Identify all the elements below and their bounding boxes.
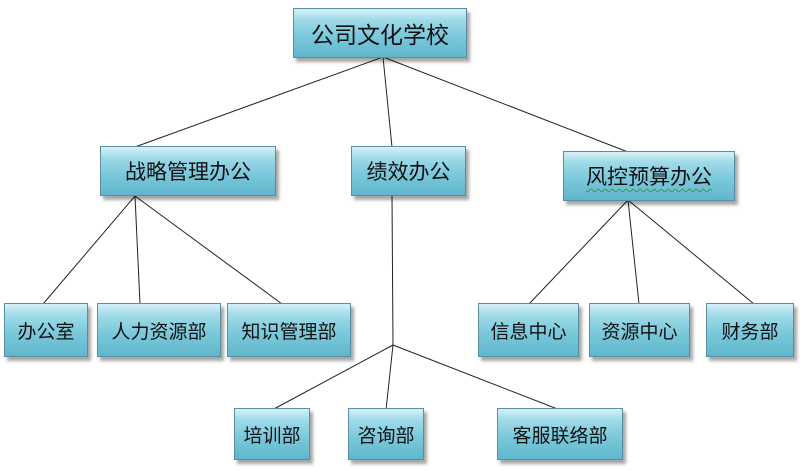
connector-performance-consulting bbox=[385, 344, 394, 411]
dept-node-label: 客服联络部 bbox=[512, 424, 608, 447]
root-node-label: 公司文化学校 bbox=[311, 23, 449, 49]
connector-risk-resource bbox=[627, 199, 640, 305]
dept-node-office[interactable]: 办公室 bbox=[4, 303, 88, 357]
dept-node-training[interactable]: 培训部 bbox=[234, 408, 310, 460]
dept-node-label: 办公室 bbox=[17, 320, 75, 343]
dept-node-consulting[interactable]: 咨询部 bbox=[348, 408, 424, 460]
dept-node-resource[interactable]: 资源中心 bbox=[589, 303, 690, 357]
dept-node-label: 财务部 bbox=[721, 320, 779, 343]
office-node-strategy[interactable]: 战略管理办公 bbox=[100, 146, 276, 196]
connector-root-strategy bbox=[134, 56, 384, 148]
root-node[interactable]: 公司文化学校 bbox=[293, 8, 467, 58]
office-node-label: 绩效办公 bbox=[366, 160, 451, 184]
dept-node-label: 培训部 bbox=[243, 424, 301, 447]
dept-node-label: 咨询部 bbox=[357, 424, 415, 447]
connector-performance-service bbox=[392, 344, 561, 411]
dept-node-info[interactable]: 信息中心 bbox=[478, 303, 579, 357]
dept-node-service[interactable]: 客服联络部 bbox=[497, 408, 623, 460]
connector-strategy-office bbox=[42, 195, 136, 305]
office-node-label: 战略管理办公 bbox=[125, 160, 251, 184]
dept-node-label: 知识管理部 bbox=[241, 320, 337, 343]
connector-performance-training bbox=[271, 344, 394, 411]
connector-root-performance bbox=[382, 56, 393, 148]
connector-strategy-knowledge bbox=[134, 195, 283, 305]
dept-node-knowledge[interactable]: 知识管理部 bbox=[227, 303, 351, 357]
dept-node-finance[interactable]: 财务部 bbox=[706, 303, 794, 357]
connector-risk-info bbox=[528, 199, 629, 305]
dept-node-label: 资源中心 bbox=[601, 320, 678, 343]
connector-strategy-hr bbox=[134, 195, 141, 305]
connector-risk-finance bbox=[627, 199, 755, 305]
office-node-label: 风控预算办公 bbox=[586, 165, 712, 189]
dept-node-hr[interactable]: 人力资源部 bbox=[97, 303, 221, 357]
dept-node-label: 人力资源部 bbox=[111, 320, 207, 343]
connector-root-risk bbox=[382, 56, 629, 153]
office-node-performance[interactable]: 绩效办公 bbox=[351, 146, 466, 196]
connector-performance-trunk bbox=[391, 195, 394, 346]
office-node-risk[interactable]: 风控预算办公 bbox=[563, 151, 735, 201]
dept-node-label: 信息中心 bbox=[490, 320, 567, 343]
